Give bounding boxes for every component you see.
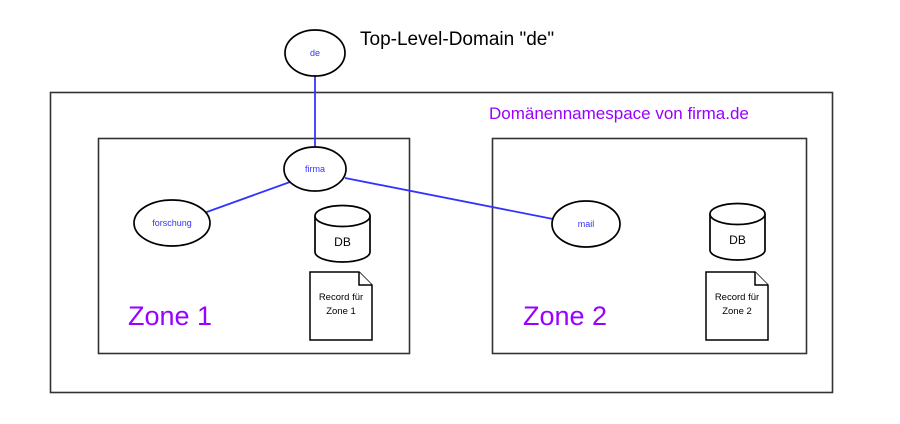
node-mail-label: mail	[577, 219, 595, 229]
diagram-title: Top-Level-Domain "de"	[360, 29, 555, 50]
zone-1-database-icon[interactable]	[314, 204, 371, 263]
zone-2-label: Zone 2	[523, 301, 608, 331]
node-firma-label: firma	[305, 164, 325, 174]
zone-1-database-label: DB	[334, 235, 351, 249]
zone-1-record-document-icon[interactable]	[309, 271, 373, 341]
zone-2-record-document-icon[interactable]	[705, 271, 769, 341]
zone-1-label: Zone 1	[128, 301, 213, 331]
edge-firma-forschung	[203, 181, 291, 214]
zone-1-box	[97, 137, 411, 355]
zone-2-database-label: DB	[729, 233, 746, 247]
node-de-ellipse[interactable]	[284, 29, 346, 77]
namespace-caption: Domänennamespace von firma.de	[489, 104, 749, 123]
node-de-label: de	[309, 48, 320, 58]
node-forschung-label: forschung	[152, 218, 192, 228]
zone-1-record-label: Record für Zone 1	[318, 292, 364, 317]
namespace-container-box	[49, 91, 834, 394]
zone-2-box	[491, 137, 808, 355]
zone-2-database-icon[interactable]	[709, 202, 766, 261]
node-firma-ellipse[interactable]	[283, 146, 347, 192]
node-forschung-ellipse[interactable]	[133, 199, 211, 247]
zone-2-record-label: Record für Zone 2	[714, 292, 760, 317]
edge-firma-mail	[344, 177, 554, 220]
node-mail-ellipse[interactable]	[551, 200, 621, 248]
